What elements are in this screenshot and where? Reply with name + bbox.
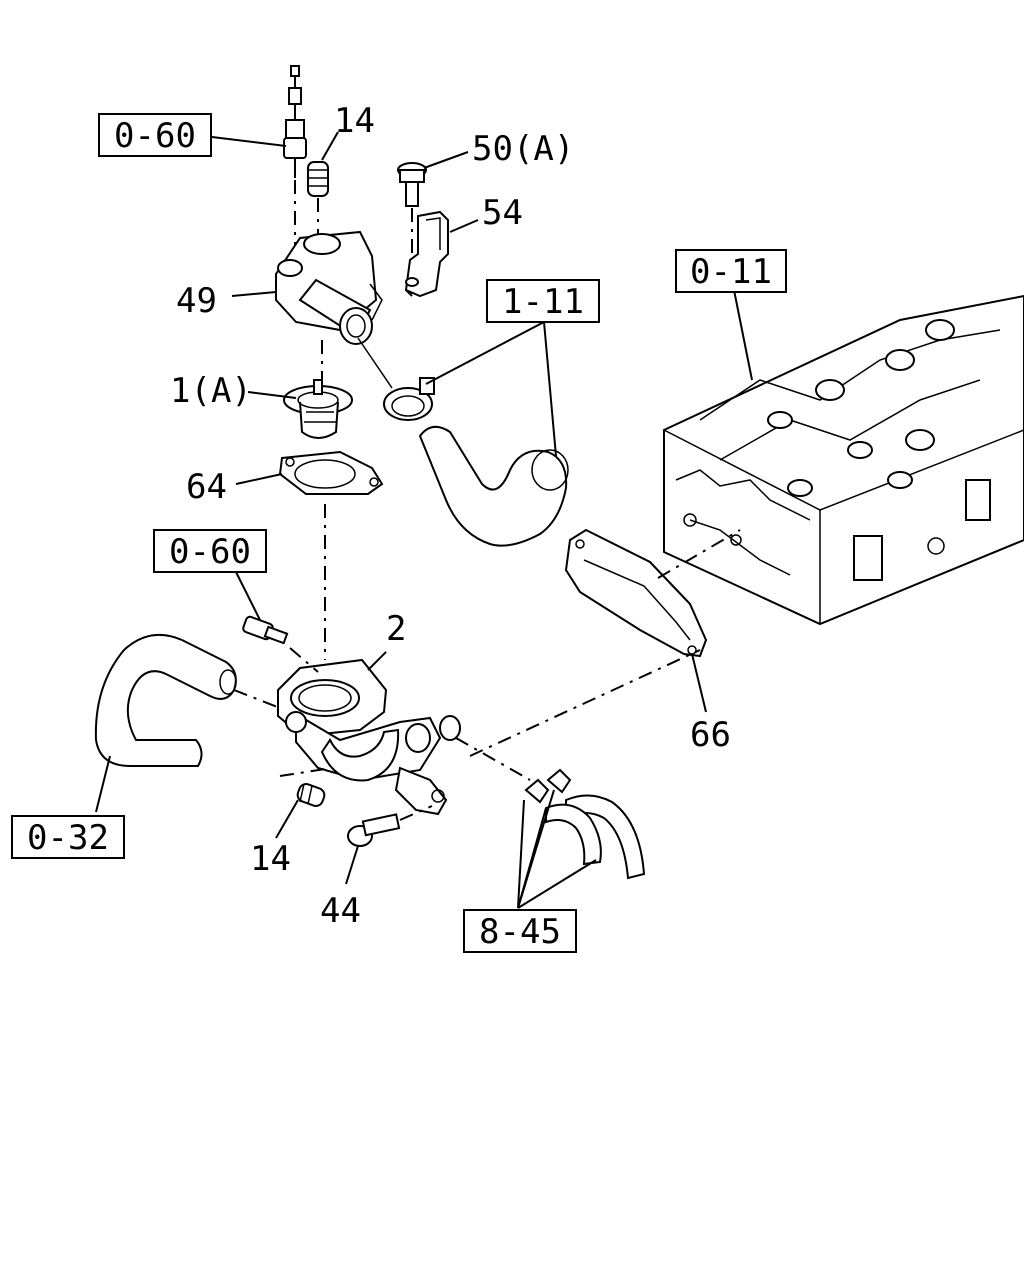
bolt-part-50a xyxy=(397,162,427,300)
upper-hose xyxy=(418,425,569,547)
ref-label-0-32: 0-32 xyxy=(27,818,109,858)
bracket-part-54 xyxy=(404,210,449,298)
bolt-part-44 xyxy=(347,805,433,847)
spring-part-14-top xyxy=(307,161,329,240)
hose-clamp xyxy=(357,337,435,421)
ref-box-8-45: 8-45 xyxy=(463,909,577,953)
ref-box-1-11: 1-11 xyxy=(486,279,600,323)
leader-lines xyxy=(95,131,753,909)
ref-label-8-45: 8-45 xyxy=(479,912,561,952)
ref-label-0-11: 0-11 xyxy=(690,252,772,292)
assembly-line-49 xyxy=(405,289,413,297)
water-outlet-housing-part-2 xyxy=(277,651,461,816)
bypass-hoses xyxy=(455,737,646,880)
ref-box-0-60-top: 0-60 xyxy=(98,113,212,157)
spring-part-14-bottom xyxy=(279,767,333,807)
callout-1a: 1(A) xyxy=(170,371,252,411)
ref-box-0-32: 0-32 xyxy=(11,815,125,859)
callout-2: 2 xyxy=(386,609,406,649)
ref-label-0-60-top: 0-60 xyxy=(114,116,196,156)
callout-66: 66 xyxy=(690,715,731,755)
callout-14-top: 14 xyxy=(334,101,375,141)
cylinder-head xyxy=(663,294,1024,626)
callout-14-bottom: 14 xyxy=(250,839,291,879)
callout-54: 54 xyxy=(482,193,523,233)
ref-box-0-60-mid: 0-60 xyxy=(153,529,267,573)
ref-label-0-60-mid: 0-60 xyxy=(169,532,251,572)
callout-44: 44 xyxy=(320,891,361,931)
ref-box-0-11: 0-11 xyxy=(675,249,787,293)
callout-50a: 50(A) xyxy=(472,129,574,169)
gasket-part-64 xyxy=(278,450,384,660)
thermostat-part-1a xyxy=(283,379,353,439)
lower-hose xyxy=(94,633,281,767)
thermostat-housing-part-49 xyxy=(275,230,383,380)
assembly-line-66 xyxy=(469,649,701,757)
ref-label-1-11: 1-11 xyxy=(502,282,584,322)
callout-64: 64 xyxy=(186,467,227,507)
gasket-part-66 xyxy=(564,528,741,713)
temperature-sensor-top xyxy=(283,65,307,262)
callout-49: 49 xyxy=(176,281,217,321)
temperature-sensor-mid xyxy=(242,615,319,673)
